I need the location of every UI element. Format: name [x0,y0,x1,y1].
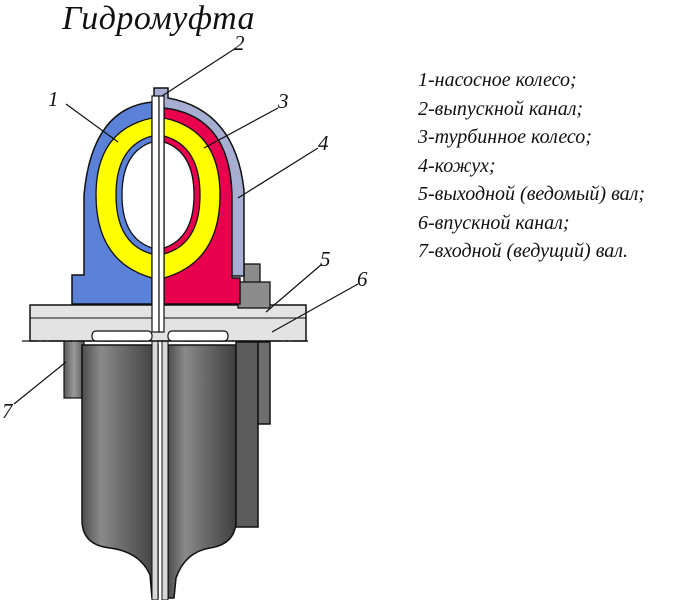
legend-item-2: 2-выпускной канал; [418,97,584,120]
callout-5: 5 [320,247,331,271]
callout-2: 2 [234,31,245,55]
turbine-core-gap [163,141,195,249]
outlet-channel [151,95,160,333]
leader-1 [65,103,119,143]
outlet-channel-lower [161,329,169,600]
legend-item-6: 6-впускной канал; [418,211,570,234]
legend-item-7: 7-входной (ведущий) вал. [418,240,628,262]
leader-5 [265,263,323,313]
housing-left-half [81,344,159,599]
leader-2 [161,47,237,97]
callout-3: 3 [277,89,289,113]
leader-4 [237,147,319,199]
leader-3 [203,107,279,149]
output-gland [237,263,271,309]
shaft-assembly [22,304,312,342]
housing-flange [235,341,259,528]
legend-item-5: 5-выходной (ведомый) вал; [418,183,646,205]
leader-6 [271,283,359,333]
legend-item-4: 4-кожух; [418,154,496,177]
callout-1: 1 [48,87,59,111]
housing-hub [257,341,271,425]
inlet-channel-lower [151,329,159,600]
callout-4: 4 [318,131,329,155]
bearing-left [91,330,153,342]
callout-6: 6 [357,267,368,291]
legend-list: 1-насосное колесо; 2-выпускной канал; 3-… [418,66,645,266]
diagram-title: Гидромуфта [62,0,256,37]
gland-body [237,281,271,309]
pump-core-gap [121,141,153,249]
leader-7 [13,361,67,405]
turbine-wheel [163,107,241,305]
legend-item-1: 1-насосное колесо; [418,69,577,91]
callout-leaders [13,47,359,405]
callout-7: 7 [2,399,14,423]
lower-housing [63,329,271,600]
inlet-channel [158,95,165,333]
housing-right-half [167,344,237,599]
pump-wheel [71,101,153,305]
legend-item-3: 3-турбинное колесо; [418,126,592,148]
bearing-right [167,330,229,342]
input-shaft-stub [63,339,85,399]
gland-top [243,263,261,285]
